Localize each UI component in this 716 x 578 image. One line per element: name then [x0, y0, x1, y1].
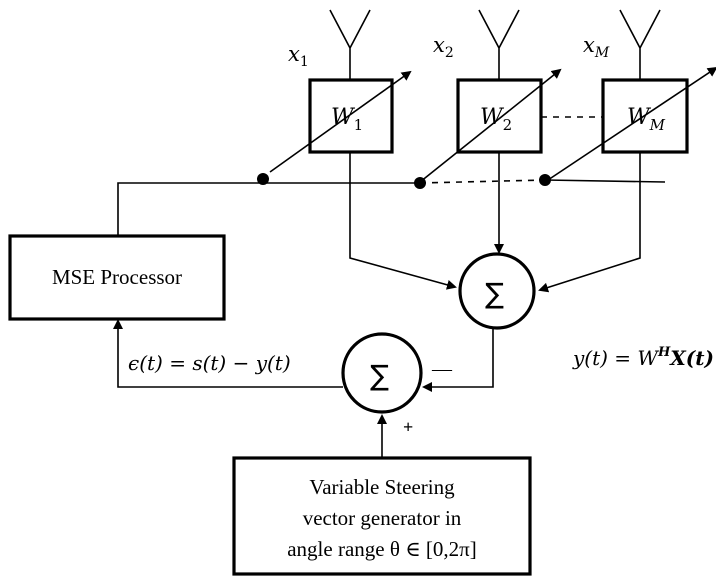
control-bus [117, 182, 420, 235]
plus-sign: + [403, 417, 413, 437]
weight-block-m: WM [601, 78, 689, 154]
junction-dot-1 [257, 173, 269, 185]
junction-dot-m [539, 174, 551, 186]
svg-text:vector generator in: vector generator in [303, 506, 462, 530]
signal-line-1 [349, 152, 457, 290]
error-equation: ϵ(t) = s(t) − y(t) [128, 351, 291, 375]
weight-block-1: W1 [308, 78, 394, 154]
signal-line-m [538, 152, 641, 293]
svg-text:W1: W1 [331, 105, 363, 134]
svg-text:MSE Processor: MSE Processor [52, 265, 182, 289]
minus-sign: — [431, 358, 453, 380]
svg-text:W2: W2 [480, 105, 512, 134]
control-bus-dashed [419, 179, 546, 184]
antenna-1 [329, 9, 371, 80]
antenna-2 [478, 9, 520, 80]
mse-processor-block: MSE Processor [8, 234, 226, 321]
antenna-label-1: x1 [288, 42, 309, 70]
weight-adjust-arrow-1 [269, 70, 412, 173]
svg-text:Variable Steering: Variable Steering [309, 475, 455, 499]
output-to-error-line [422, 328, 494, 392]
antenna-m [619, 9, 661, 80]
svg-text:WM: WM [627, 105, 666, 134]
error-summer: ∑ [341, 332, 423, 414]
weight-adjust-arrow-2 [419, 68, 562, 183]
svg-text:∑: ∑ [485, 277, 504, 310]
svg-text:angle range θ ∈ [0,2π]: angle range θ ∈ [0,2π] [287, 537, 477, 561]
antenna-label-m: xM [583, 33, 610, 61]
error-feedback-line [113, 319, 343, 388]
steering-generator-block: Variable Steering vector generator in an… [232, 456, 532, 576]
junction-dot-2 [414, 177, 426, 189]
output-equation: y(t) = WHX(t) [572, 345, 714, 370]
antenna-label-2: x2 [433, 33, 454, 61]
control-bus-end [544, 179, 666, 183]
output-summer: ∑ [458, 252, 536, 330]
svg-text:∑: ∑ [370, 359, 389, 392]
